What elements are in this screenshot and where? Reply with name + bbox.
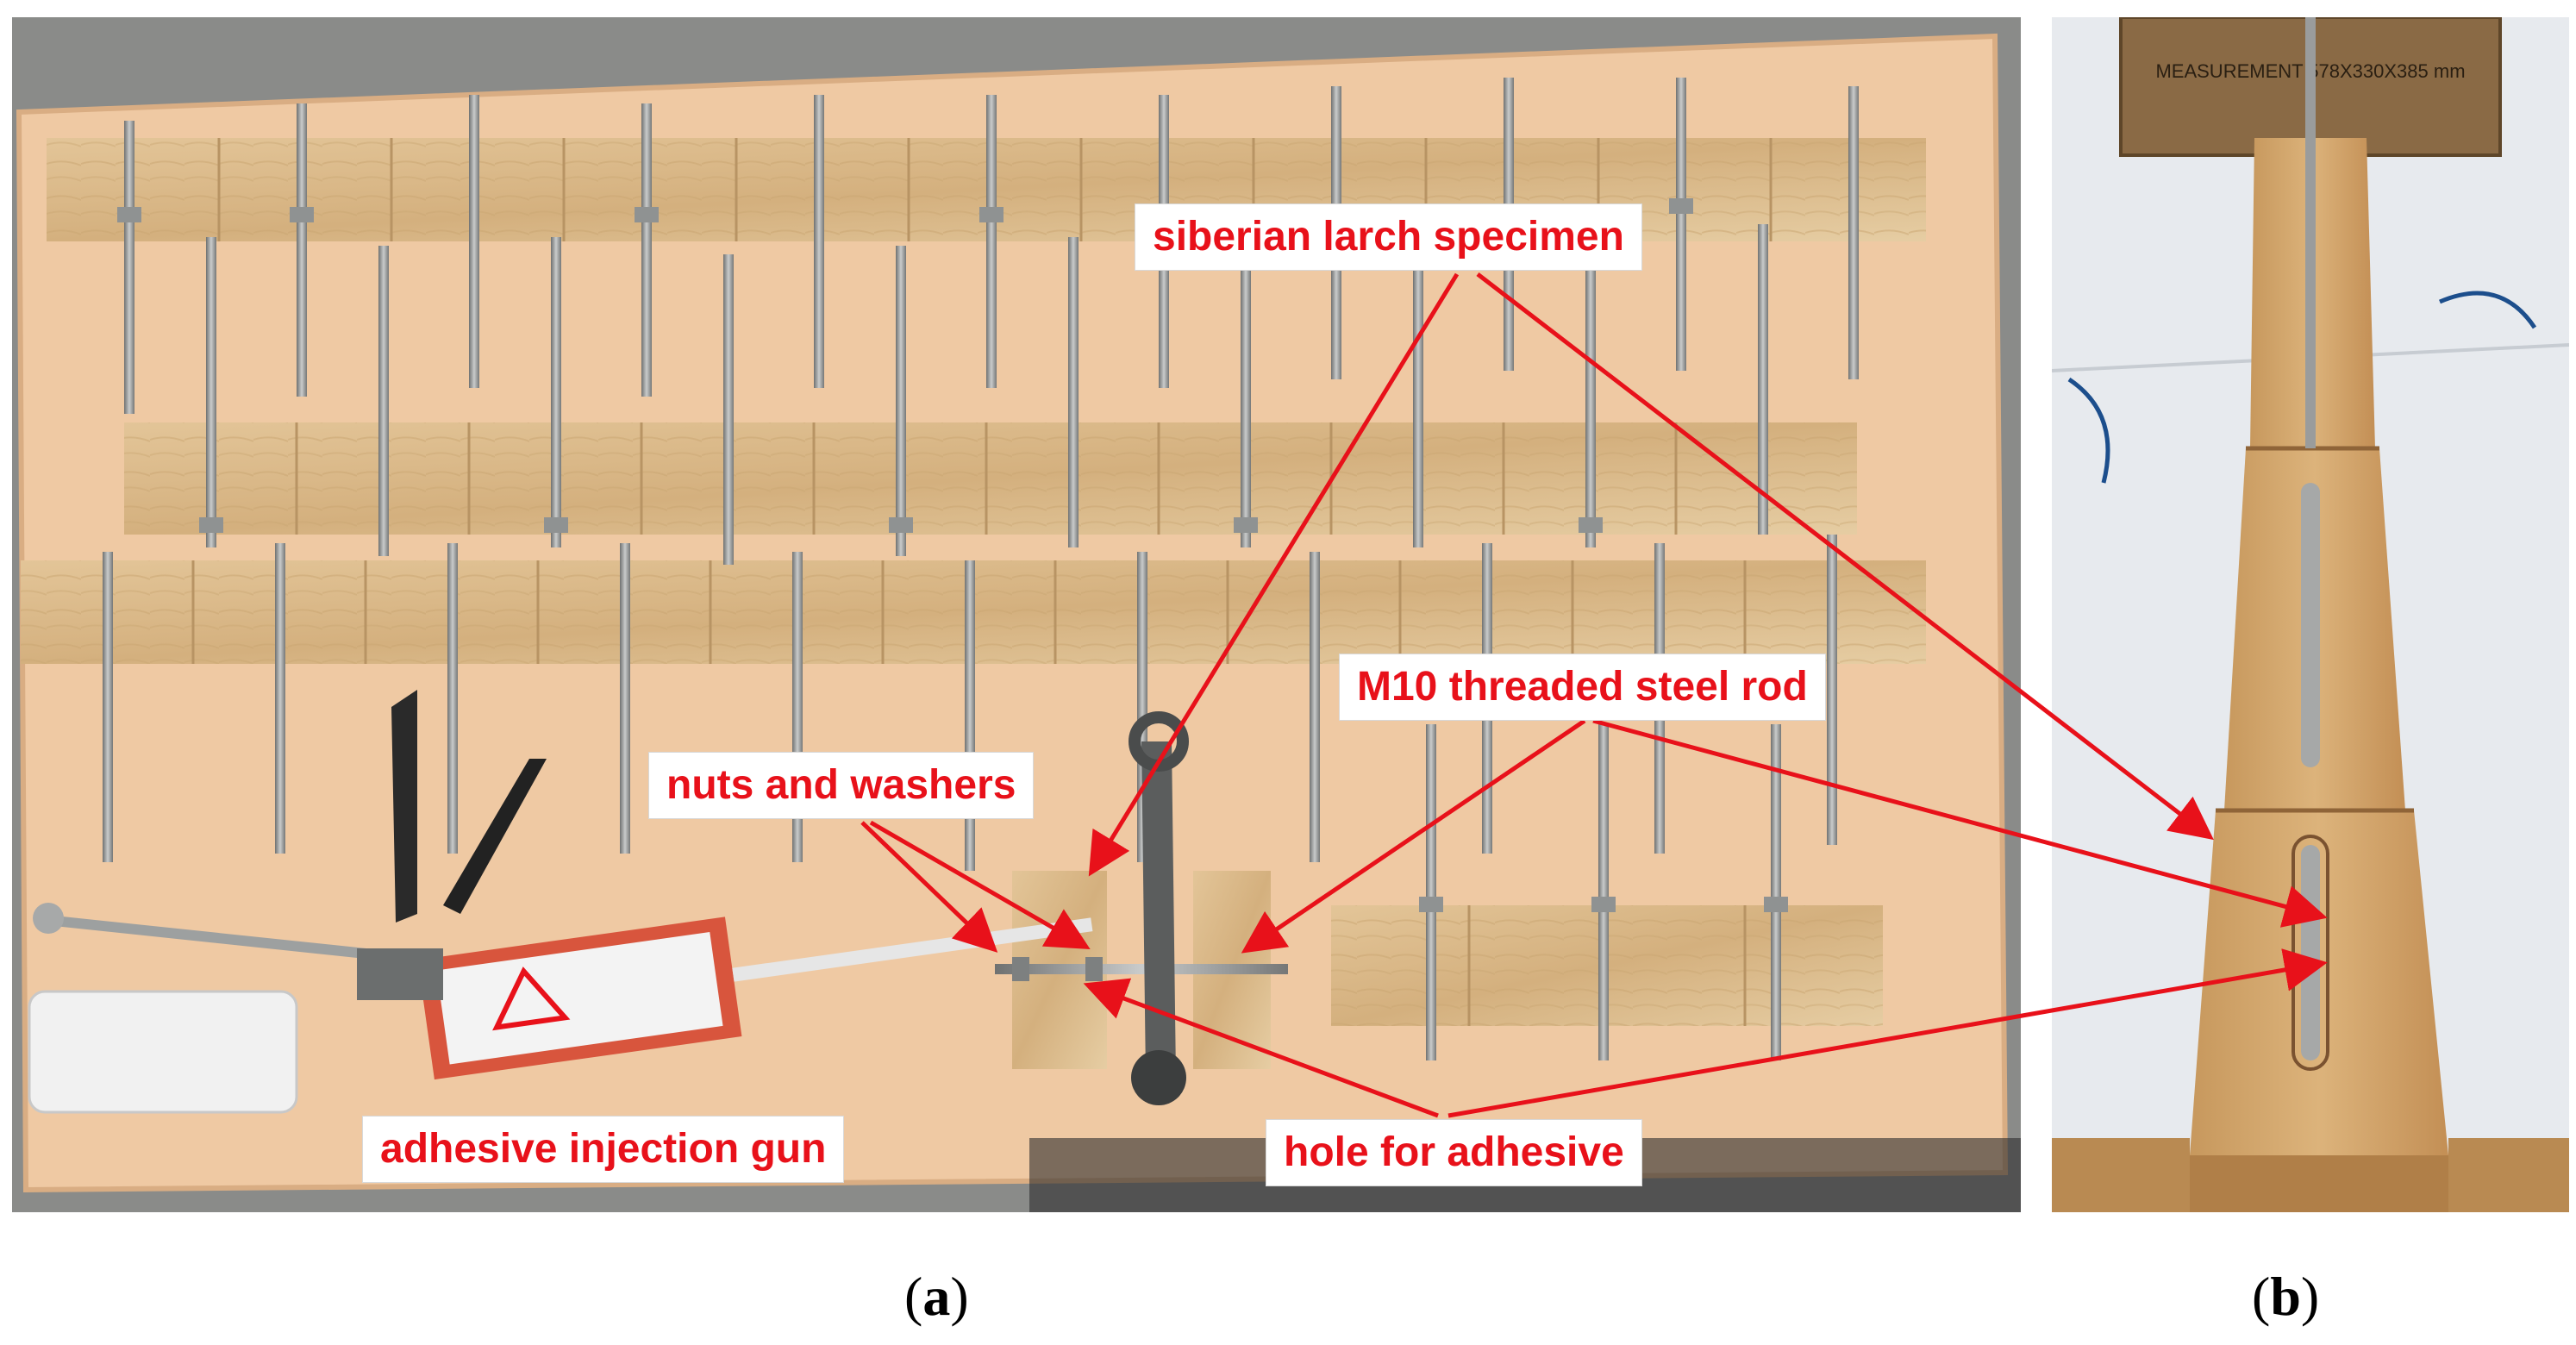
- steel-rod: [2305, 17, 2316, 448]
- caption-a: (a): [904, 1266, 969, 1327]
- callout-hole-for-adhesive: hole for adhesive: [1266, 1119, 1642, 1186]
- closeup-photo: MEASUREMENT 578X330X385 mm: [2052, 17, 2569, 1212]
- caption-b: (b): [2252, 1266, 2320, 1327]
- photo-panel-a: [12, 17, 2021, 1212]
- callout-siberian-larch-specimen: siberian larch specimen: [1135, 203, 1642, 271]
- photo-panel-b: MEASUREMENT 578X330X385 mm: [2052, 17, 2569, 1212]
- caption-b-letter: b: [2270, 1266, 2301, 1327]
- workshop-photo: [12, 17, 2021, 1212]
- callout-nuts-and-washers: nuts and washers: [648, 752, 1035, 819]
- callout-m10-threaded-steel-rod: M10 threaded steel rod: [1339, 654, 1826, 721]
- callout-adhesive-injection-gun: adhesive injection gun: [362, 1116, 845, 1183]
- adhesive-gun: [28, 690, 1093, 1114]
- caption-a-letter: a: [922, 1266, 951, 1327]
